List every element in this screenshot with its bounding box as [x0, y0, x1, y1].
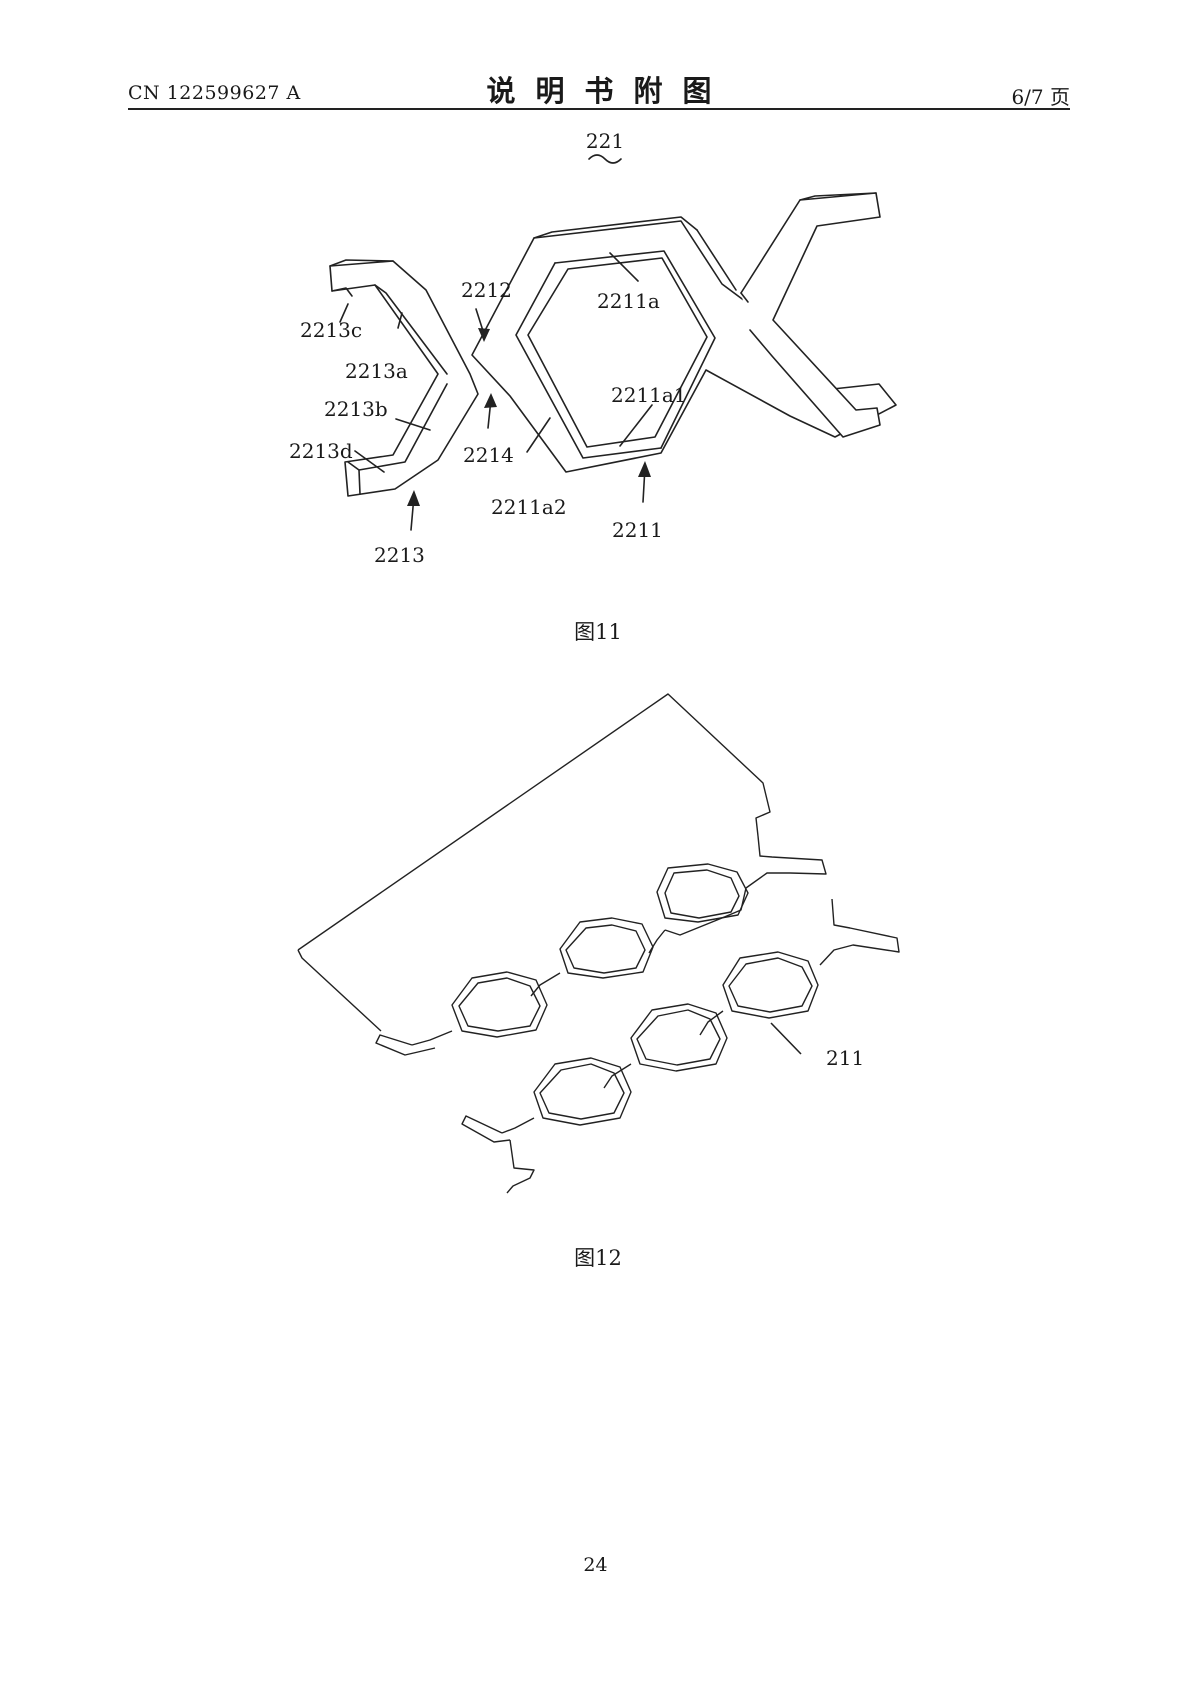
- label-211: 211: [826, 1046, 864, 1070]
- leader-2211a1: [619, 404, 653, 447]
- label-2213b: 2213b: [324, 397, 388, 421]
- label-2211a1: 2211a1: [611, 383, 687, 407]
- label-2211a2: 2211a2: [491, 495, 567, 519]
- publication-number: CN 122599627 A: [128, 82, 301, 104]
- label-2212: 2212: [461, 278, 512, 302]
- right-x-arm: [740, 192, 881, 438]
- label-2213d: 2213d: [289, 439, 353, 463]
- figure-11-reference: 221: [586, 129, 624, 153]
- figure-11-drawing: 221: [289, 129, 897, 567]
- document-title: 说明书附图: [486, 74, 732, 108]
- tilde-mark: [588, 154, 622, 164]
- label-2213c: 2213c: [300, 318, 362, 342]
- sheet-number: 6/7 页: [1011, 85, 1070, 109]
- label-2213a: 2213a: [345, 359, 408, 383]
- page-header: CN 122599627 A 说明书附图 6/7 页: [128, 68, 1070, 110]
- substrate-sheet: [297, 693, 771, 951]
- leader-2213a: [397, 312, 403, 329]
- label-2211a: 2211a: [597, 289, 660, 313]
- arrowhead-2213: [407, 490, 420, 506]
- leader-2211a2: [526, 417, 551, 453]
- arrowhead-2214: [484, 393, 497, 408]
- leader-2213d: [354, 450, 385, 473]
- upper-cell-chain: [375, 835, 827, 1056]
- leader-2211a: [609, 252, 639, 282]
- leader-211: [770, 1022, 802, 1055]
- lower-cell-chain: [461, 898, 900, 1194]
- page-number: 24: [583, 1554, 608, 1576]
- left-bracket-2213: [329, 259, 479, 497]
- label-2211: 2211: [612, 518, 663, 542]
- label-2213: 2213: [374, 543, 425, 567]
- leader-2213c: [339, 303, 349, 323]
- figure-11-caption: 图11: [574, 620, 622, 644]
- leader-2213b: [395, 418, 431, 431]
- label-2214: 2214: [463, 443, 514, 467]
- substrate-edge: [297, 949, 382, 1032]
- header-rule: [128, 108, 1070, 110]
- figure-12-drawing: 211: [297, 693, 900, 1194]
- figure-12-caption: 图12: [574, 1246, 622, 1270]
- hexagon-2211: [471, 216, 897, 473]
- arrowhead-2211: [638, 461, 651, 477]
- arrowhead-2212: [478, 328, 490, 342]
